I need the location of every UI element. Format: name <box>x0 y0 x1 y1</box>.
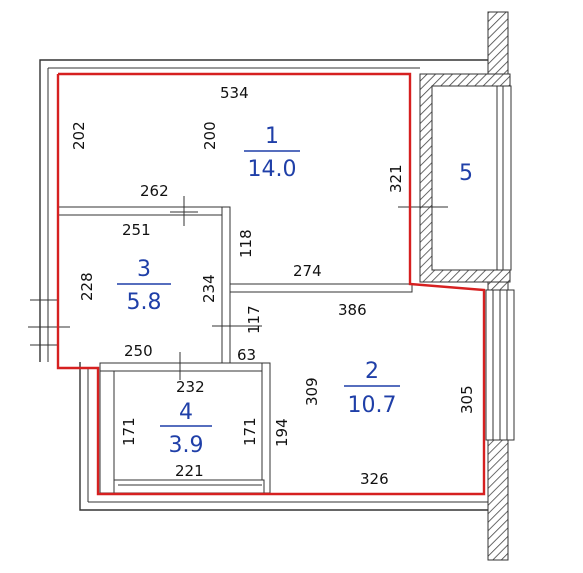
room-4-number: 4 <box>179 400 193 425</box>
room-4-label: 4 3.9 <box>160 400 212 458</box>
outer-walls <box>30 59 488 511</box>
dimension-228: 228 <box>78 272 96 301</box>
dimension-305: 305 <box>458 385 476 414</box>
dimension-262: 262 <box>140 182 169 200</box>
dimension-117: 117 <box>245 305 263 334</box>
dimension-118: 118 <box>237 229 255 258</box>
dimension-63: 63 <box>237 346 256 364</box>
dimension-234: 234 <box>200 274 218 303</box>
room-2-number: 2 <box>365 359 379 384</box>
room-1-number: 1 <box>265 124 279 149</box>
room-2-label: 2 10.7 <box>344 359 400 418</box>
dimension-326: 326 <box>360 470 389 488</box>
apartment-outline <box>56 72 486 496</box>
dimension-202: 202 <box>70 121 88 150</box>
dimension-221: 221 <box>175 462 204 480</box>
dimension-232: 232 <box>176 378 205 396</box>
balcony <box>419 73 512 283</box>
room-3-label: 3 5.8 <box>117 257 171 315</box>
interior-walls <box>28 196 448 494</box>
dimension-250: 250 <box>124 342 153 360</box>
dimension-251: 251 <box>122 221 151 239</box>
room-3-area: 5.8 <box>127 290 162 315</box>
dimension-534: 534 <box>220 84 249 102</box>
dimension-386: 386 <box>338 301 367 319</box>
dimension-171-left: 171 <box>120 417 138 446</box>
room-3-number: 3 <box>137 257 151 282</box>
room-1-label: 1 14.0 <box>244 124 300 182</box>
dimension-309: 309 <box>303 377 321 406</box>
dimension-171-right: 171 <box>241 417 259 446</box>
dimension-194: 194 <box>273 418 291 447</box>
room-2-area: 10.7 <box>348 393 397 418</box>
dimension-274: 274 <box>293 262 322 280</box>
room-5-number: 5 <box>459 161 473 186</box>
dimension-200: 200 <box>201 121 219 150</box>
room-1-area: 14.0 <box>248 157 297 182</box>
room-4-area: 3.9 <box>169 433 204 458</box>
dimension-321: 321 <box>387 164 405 193</box>
